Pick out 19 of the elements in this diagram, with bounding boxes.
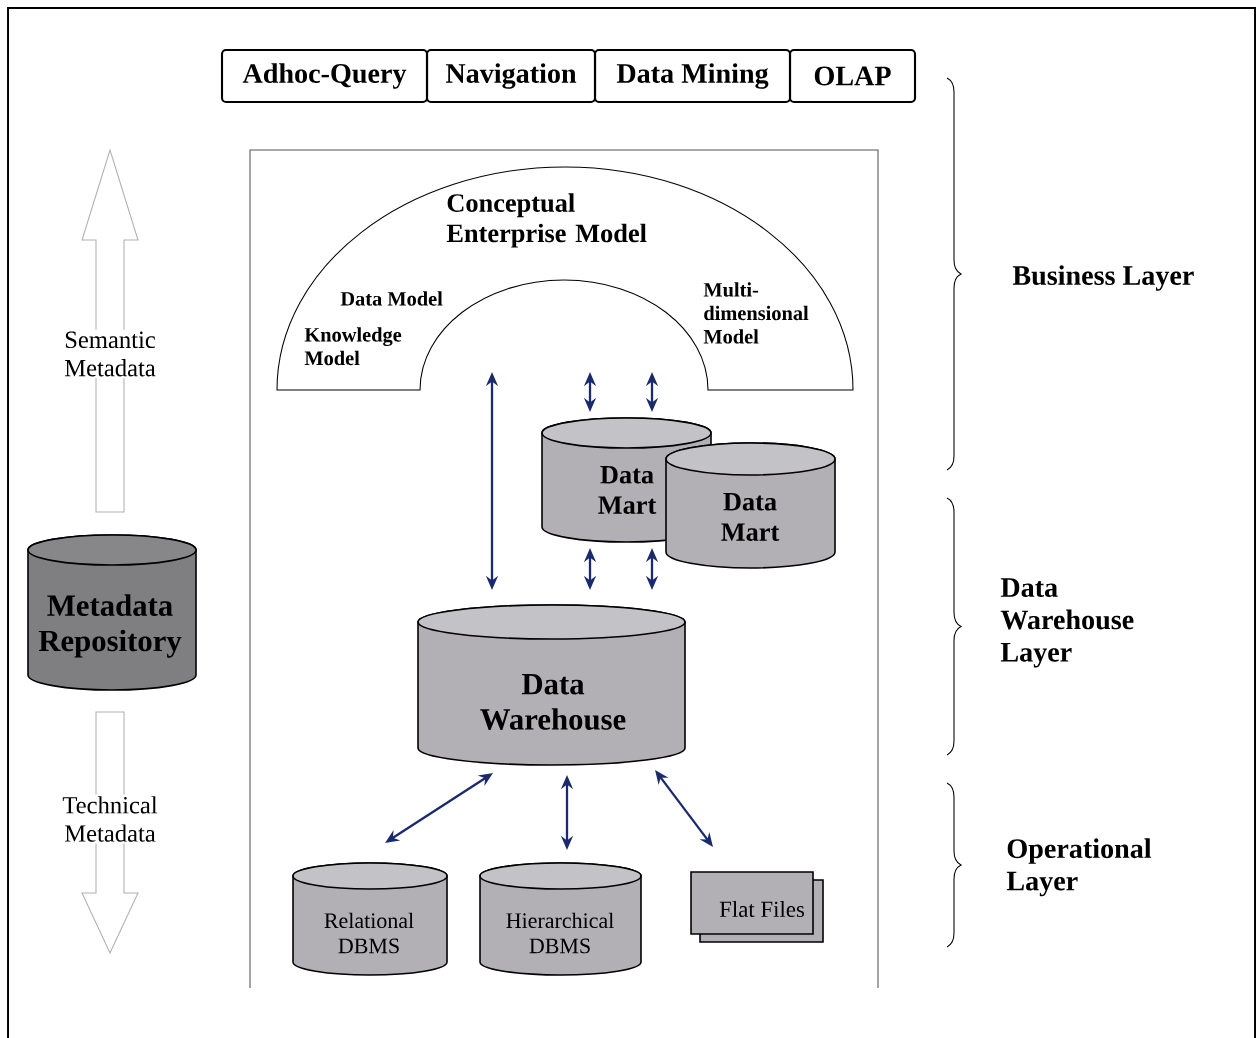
layer-label: Operational Layer — [1006, 838, 1152, 897]
layer-label: Data Warehouse Layer — [1000, 578, 1134, 668]
database-cylinder: Data Warehouse — [417, 604, 686, 766]
model-label: Knowledge Model — [304, 327, 402, 366]
menu-tab: OLAP — [788, 48, 917, 104]
model-label: Data Model — [340, 291, 443, 306]
database-cylinder: Hierarchical DBMS — [479, 862, 642, 976]
model-label: Multi- dimensional Model — [703, 282, 809, 344]
arch-title: Conceptual Enterprise Model — [446, 193, 647, 248]
menu-tab: Navigation — [425, 48, 597, 104]
file-stack: Flat Files — [690, 871, 824, 943]
edge-label: Technical Metadata — [52, 794, 168, 844]
menu-tab: Data Mining — [593, 48, 792, 104]
database-cylinder: Metadata Repository — [27, 534, 197, 691]
layer-label: Business Layer — [1012, 265, 1194, 291]
menu-tab: Adhoc-Query — [220, 48, 429, 104]
edge-label: Semantic Metadata — [52, 329, 168, 379]
database-cylinder: Data Mart — [665, 442, 836, 569]
database-cylinder: Relational DBMS — [292, 862, 448, 976]
